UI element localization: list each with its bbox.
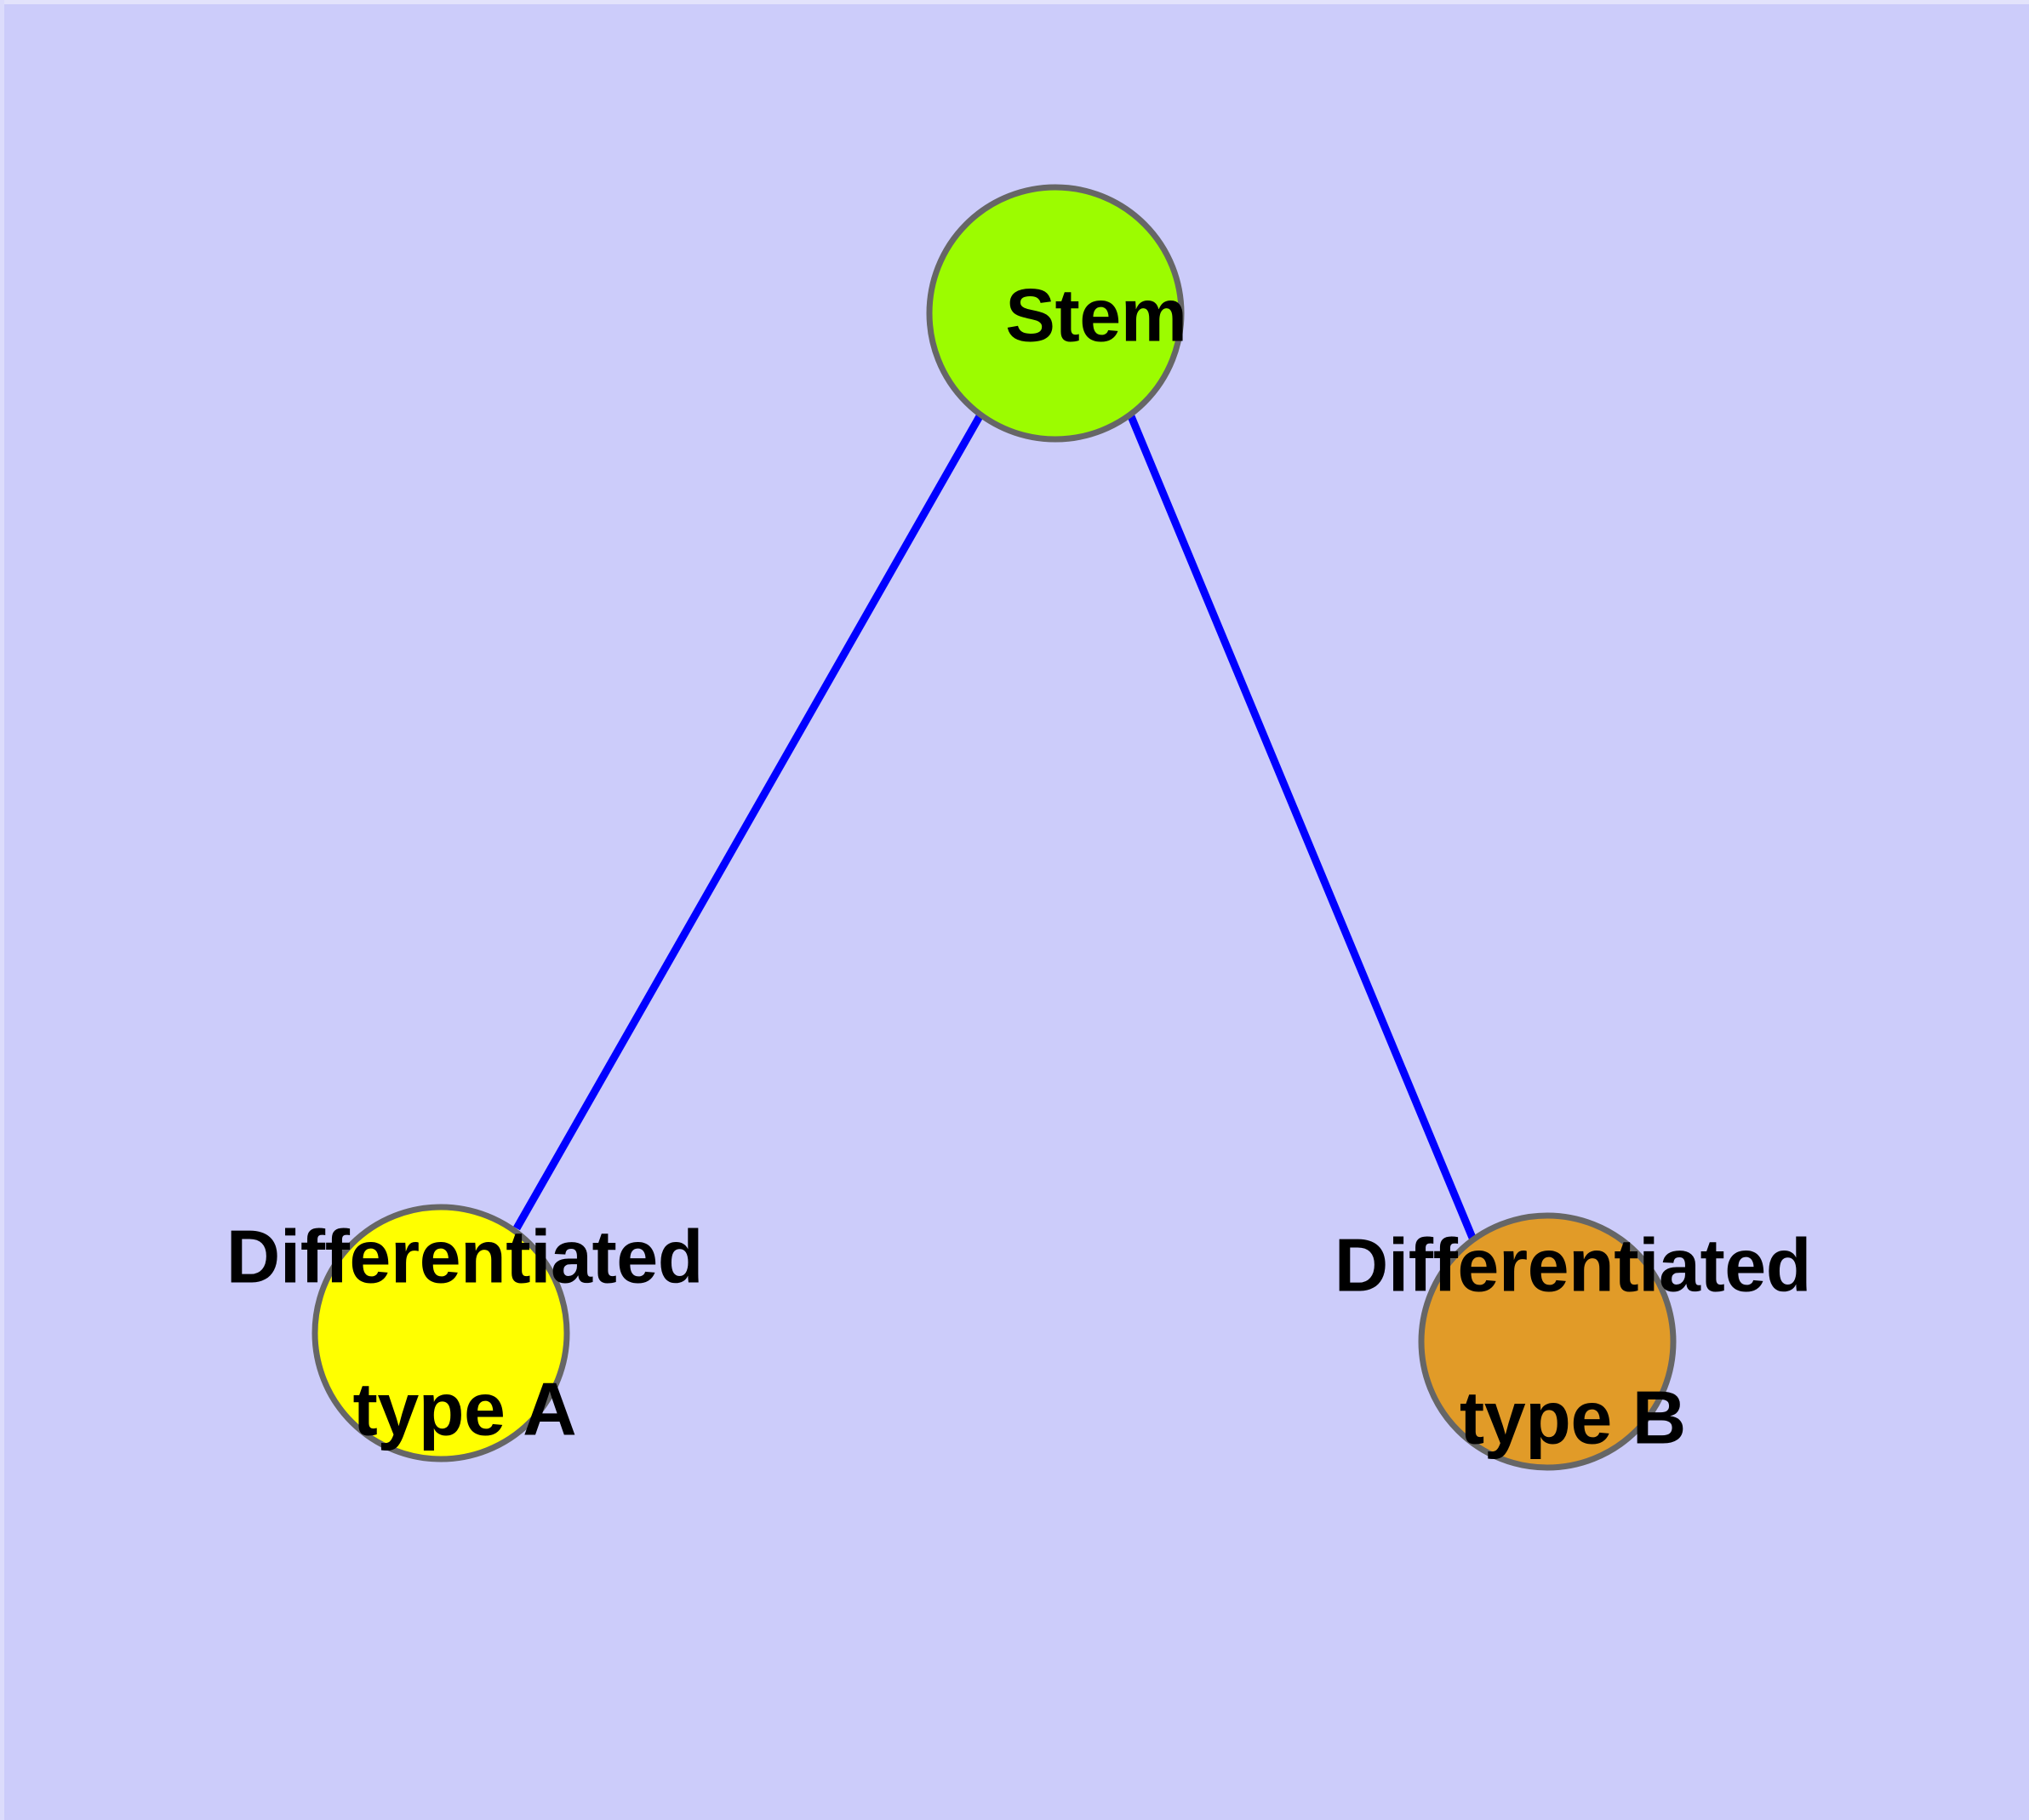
node-layer [311, 184, 1677, 1471]
edge-stem-to-type-b[interactable] [1127, 415, 1477, 1239]
top-edge-tint [0, 0, 2029, 4]
node-type-b-circle[interactable] [1418, 1212, 1677, 1471]
node-stem-circle[interactable] [926, 184, 1185, 443]
node-type-a-circle[interactable] [311, 1204, 570, 1462]
edge-stem-to-type-a[interactable] [513, 414, 983, 1231]
left-edge-tint [0, 0, 4, 1820]
edge-layer [513, 414, 1477, 1239]
